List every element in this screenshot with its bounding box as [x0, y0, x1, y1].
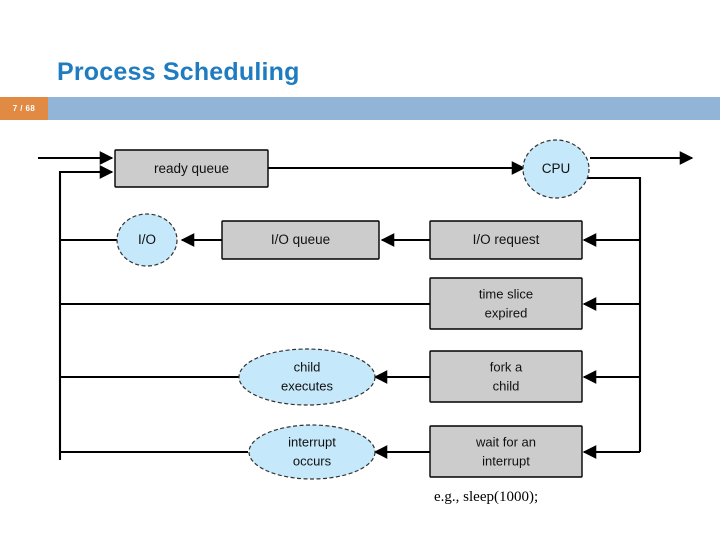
node-io-request-label: I/O request — [473, 232, 540, 247]
node-fork-a-child-label-line2: child — [493, 378, 520, 393]
header-band — [0, 97, 720, 120]
node-interrupt-occurs: interrupt occurs — [248, 424, 376, 480]
edge-left-return-bus — [58, 170, 112, 460]
process-scheduling-queueing-diagram: ready queue CPU I/O I/O queue I/O reques… — [0, 125, 720, 495]
node-io: I/O — [116, 213, 178, 267]
node-io-queue-label: I/O queue — [271, 232, 330, 247]
node-ready-queue-label: ready queue — [154, 161, 229, 176]
node-child-executes-label-line2: executes — [281, 378, 334, 393]
node-child-executes-label-line1: child — [294, 359, 321, 374]
page-number-badge: 7 / 68 — [0, 97, 48, 120]
node-time-slice-expired: time slice expired — [429, 277, 583, 330]
sleep-annotation: e.g., sleep(1000); — [434, 489, 539, 505]
node-io-request: I/O request — [429, 220, 583, 260]
node-io-queue: I/O queue — [221, 220, 380, 260]
node-time-slice-expired-label-line2: expired — [485, 305, 528, 320]
node-interrupt-occurs-label-line1: interrupt — [288, 434, 336, 449]
node-time-slice-expired-label-line1: time slice — [479, 286, 533, 301]
node-cpu: CPU — [522, 139, 590, 199]
node-fork-a-child-label-line1: fork a — [490, 359, 523, 374]
node-interrupt-occurs-label-line2: occurs — [293, 453, 332, 468]
node-wait-for-interrupt: wait for an interrupt — [429, 425, 583, 478]
node-fork-a-child: fork a child — [429, 350, 583, 403]
node-cpu-label: CPU — [542, 161, 571, 176]
node-wait-for-interrupt-label-line1: wait for an — [475, 434, 536, 449]
edge-right-dispatch-bus — [578, 176, 642, 452]
node-wait-for-interrupt-label-line2: interrupt — [482, 453, 530, 468]
node-child-executes: child executes — [238, 348, 376, 406]
node-io-label: I/O — [138, 232, 156, 247]
node-ready-queue: ready queue — [114, 149, 269, 188]
page-title: Process Scheduling — [57, 58, 300, 86]
